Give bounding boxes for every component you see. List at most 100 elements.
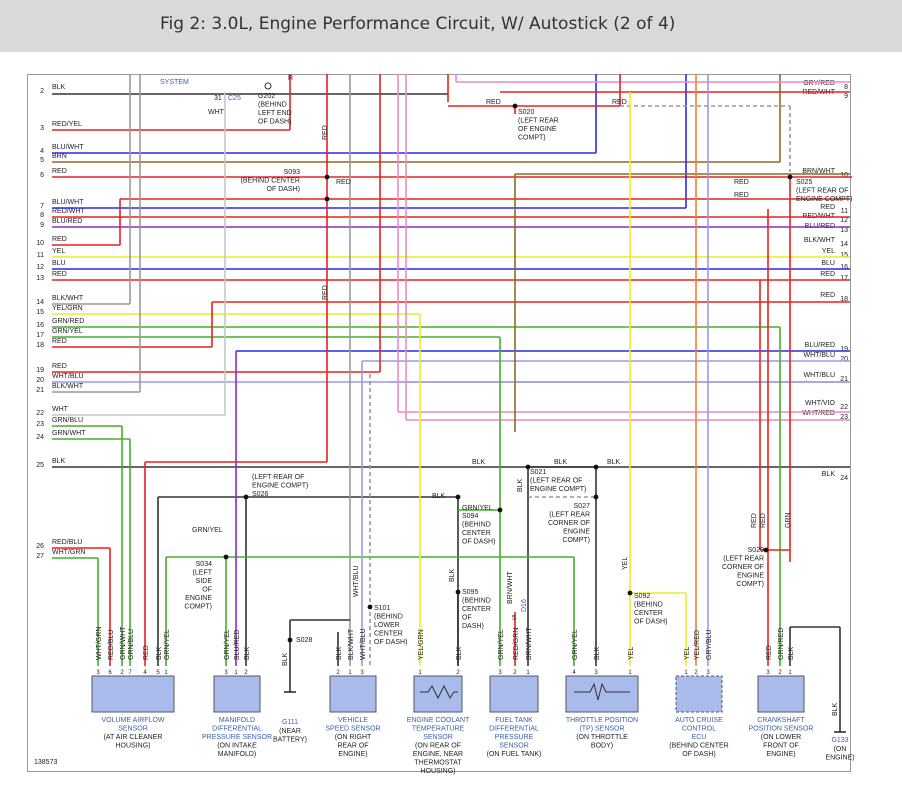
splice-s094-label: S094 — [462, 513, 478, 520]
splice-s095-label: (BEHIND — [462, 598, 491, 605]
left-wire-label: BLK — [52, 84, 66, 91]
component-location-ckp: FRONT OF — [763, 743, 799, 750]
wire-label-grn-yel: GRN/YEL — [192, 527, 223, 534]
pin-number-vaf: 5 — [156, 670, 160, 676]
splice-s020-label: S020 — [518, 109, 534, 116]
wire-label-yel-vert: YEL — [622, 557, 629, 570]
right-row-number: 16 — [840, 264, 848, 271]
left-wire-label: RED — [52, 236, 67, 243]
right-row-number: 13 — [840, 227, 848, 234]
ground-g133-pin: BLK — [832, 702, 839, 716]
figure-title: Fig 2: 3.0L, Engine Performance Circuit,… — [160, 14, 676, 34]
ground-symbol — [264, 82, 272, 90]
left-row-number: 2 — [40, 88, 44, 95]
left-wire-label: WHT — [52, 406, 69, 413]
wire-label-red-vert: RED — [760, 513, 767, 528]
pin-wire-label-acc: YEL — [684, 647, 691, 660]
pin-wire-label-mdp: BLK — [244, 646, 251, 660]
pin-number-vaf: 2 — [120, 670, 124, 676]
right-wire-label: RED — [820, 292, 835, 299]
pin-number-acc: 1 — [684, 670, 688, 676]
pin-wire-label-vaf: GRN/BLU — [128, 629, 135, 660]
right-wire-label: RED — [820, 204, 835, 211]
splice-s092-label: S092 — [634, 593, 650, 600]
left-row-number: 17 — [36, 332, 44, 339]
splice-s101-label: S101 — [374, 605, 390, 612]
splice-s020-label: COMPT) — [518, 135, 546, 142]
splice-s027-label: (LEFT REAR — [549, 512, 590, 519]
splice-s027-label: ENGINE — [563, 529, 590, 536]
component-location-acc: (BEHIND CENTER — [669, 743, 729, 750]
component-location-vaf: (AT AIR CLEANER — [104, 734, 163, 741]
splice-s095-label: S095 — [462, 589, 478, 596]
connector-c25-label: C25 — [228, 95, 241, 102]
left-wire-label: RED/BLU — [52, 539, 82, 546]
pin-number-vaf: 3 — [96, 670, 100, 676]
figure-id: 138573 — [34, 759, 57, 766]
component-location-ftdp: (ON FUEL TANK) — [487, 751, 542, 758]
component-name-acc: ECU — [692, 734, 707, 741]
wire-label-red: RED — [612, 99, 627, 106]
left-wire-label: RED — [52, 363, 67, 370]
ground-g111-pin: BLK — [282, 652, 289, 666]
right-wire-label: BLK/WHT — [804, 237, 836, 244]
pin-wire-label-vaf: GRN/WHT — [120, 626, 127, 660]
ground-g111-name: G111 — [282, 719, 298, 726]
left-wire-label: GRN/YEL — [52, 328, 83, 335]
pin-wire-label-ect: YEL/GRN — [418, 629, 425, 660]
right-row-number: 8 — [844, 84, 848, 91]
right-wire-label: BLU/RED — [805, 342, 835, 349]
pin-wire-label-ect: BLK — [456, 646, 463, 660]
component-location-acc: OF DASH) — [682, 751, 715, 758]
pin-number-acc: 2 — [694, 670, 698, 676]
splice-point — [455, 494, 461, 500]
splice-s101-label: CENTER — [374, 631, 403, 638]
component-vaf — [91, 675, 175, 713]
right-wire-label: BLU — [821, 260, 835, 267]
pin-number-vaf: 7 — [128, 670, 132, 676]
splice-point — [455, 589, 461, 595]
pin-number-ckp: 2 — [778, 670, 782, 676]
ground-g133-location: (ON — [834, 746, 847, 753]
splice-s092-label: OF DASH) — [634, 619, 667, 626]
left-wire-label: RED — [52, 271, 67, 278]
splice-point — [627, 590, 633, 596]
component-name-acc: AUTO CRUISE — [675, 717, 723, 724]
component-mdp — [213, 675, 261, 713]
left-wire-label: RED — [52, 168, 67, 175]
splice-s025-label: (LEFT REAR OF — [796, 188, 848, 195]
pin-wire-label-ckp: GRN/RED — [778, 628, 785, 660]
component-ect — [413, 675, 463, 713]
component-location-tps: BODY) — [591, 743, 613, 750]
splice-s101-label: (BEHIND — [374, 614, 403, 621]
splice-point — [512, 103, 518, 109]
ground-g202-label: (BEHIND — [258, 102, 287, 109]
ground-g133-location: ENGINE) — [825, 755, 854, 762]
wire-label-blk-vert: BLK — [449, 568, 456, 582]
pin-number-ftdp: 3 — [498, 670, 502, 676]
splice-point — [593, 464, 599, 470]
wire-label-red: RED — [486, 99, 501, 106]
splice-s021-label: (LEFT REAR OF — [530, 478, 582, 485]
left-wire-label: GRN/WHT — [52, 430, 86, 437]
left-wire-label: BLK — [52, 458, 66, 465]
right-row-number: 21 — [840, 376, 848, 383]
component-name-ect: TEMPERATURE — [412, 726, 465, 733]
left-row-number: 6 — [40, 172, 44, 179]
splice-s034-label: (LEFT — [193, 570, 213, 577]
ect-thermistor-icon — [420, 684, 458, 700]
splice-s034-label: S034 — [196, 561, 212, 568]
left-wire-label: BLU/WHT — [52, 144, 84, 151]
wire-label-blk: BLK — [554, 459, 568, 466]
left-wire-label: BLU — [52, 260, 66, 267]
right-wire-label: WHT/RED — [802, 410, 835, 417]
component-ftdp — [489, 675, 539, 713]
wiring-canvas: 2BLK3RED/YEL4BLU/WHT5BRN6RED7BLU/WHT8RED… — [34, 74, 855, 775]
component-location-ect: HOUSING) — [421, 768, 456, 775]
component-location-ect: ENGINE, NEAR — [413, 751, 463, 758]
wire-label-d16: D16 — [521, 599, 528, 612]
left-wire-label: GRN/BLU — [52, 417, 83, 424]
splice-point — [324, 196, 330, 202]
left-wire-label: BLU/RED — [52, 218, 82, 225]
